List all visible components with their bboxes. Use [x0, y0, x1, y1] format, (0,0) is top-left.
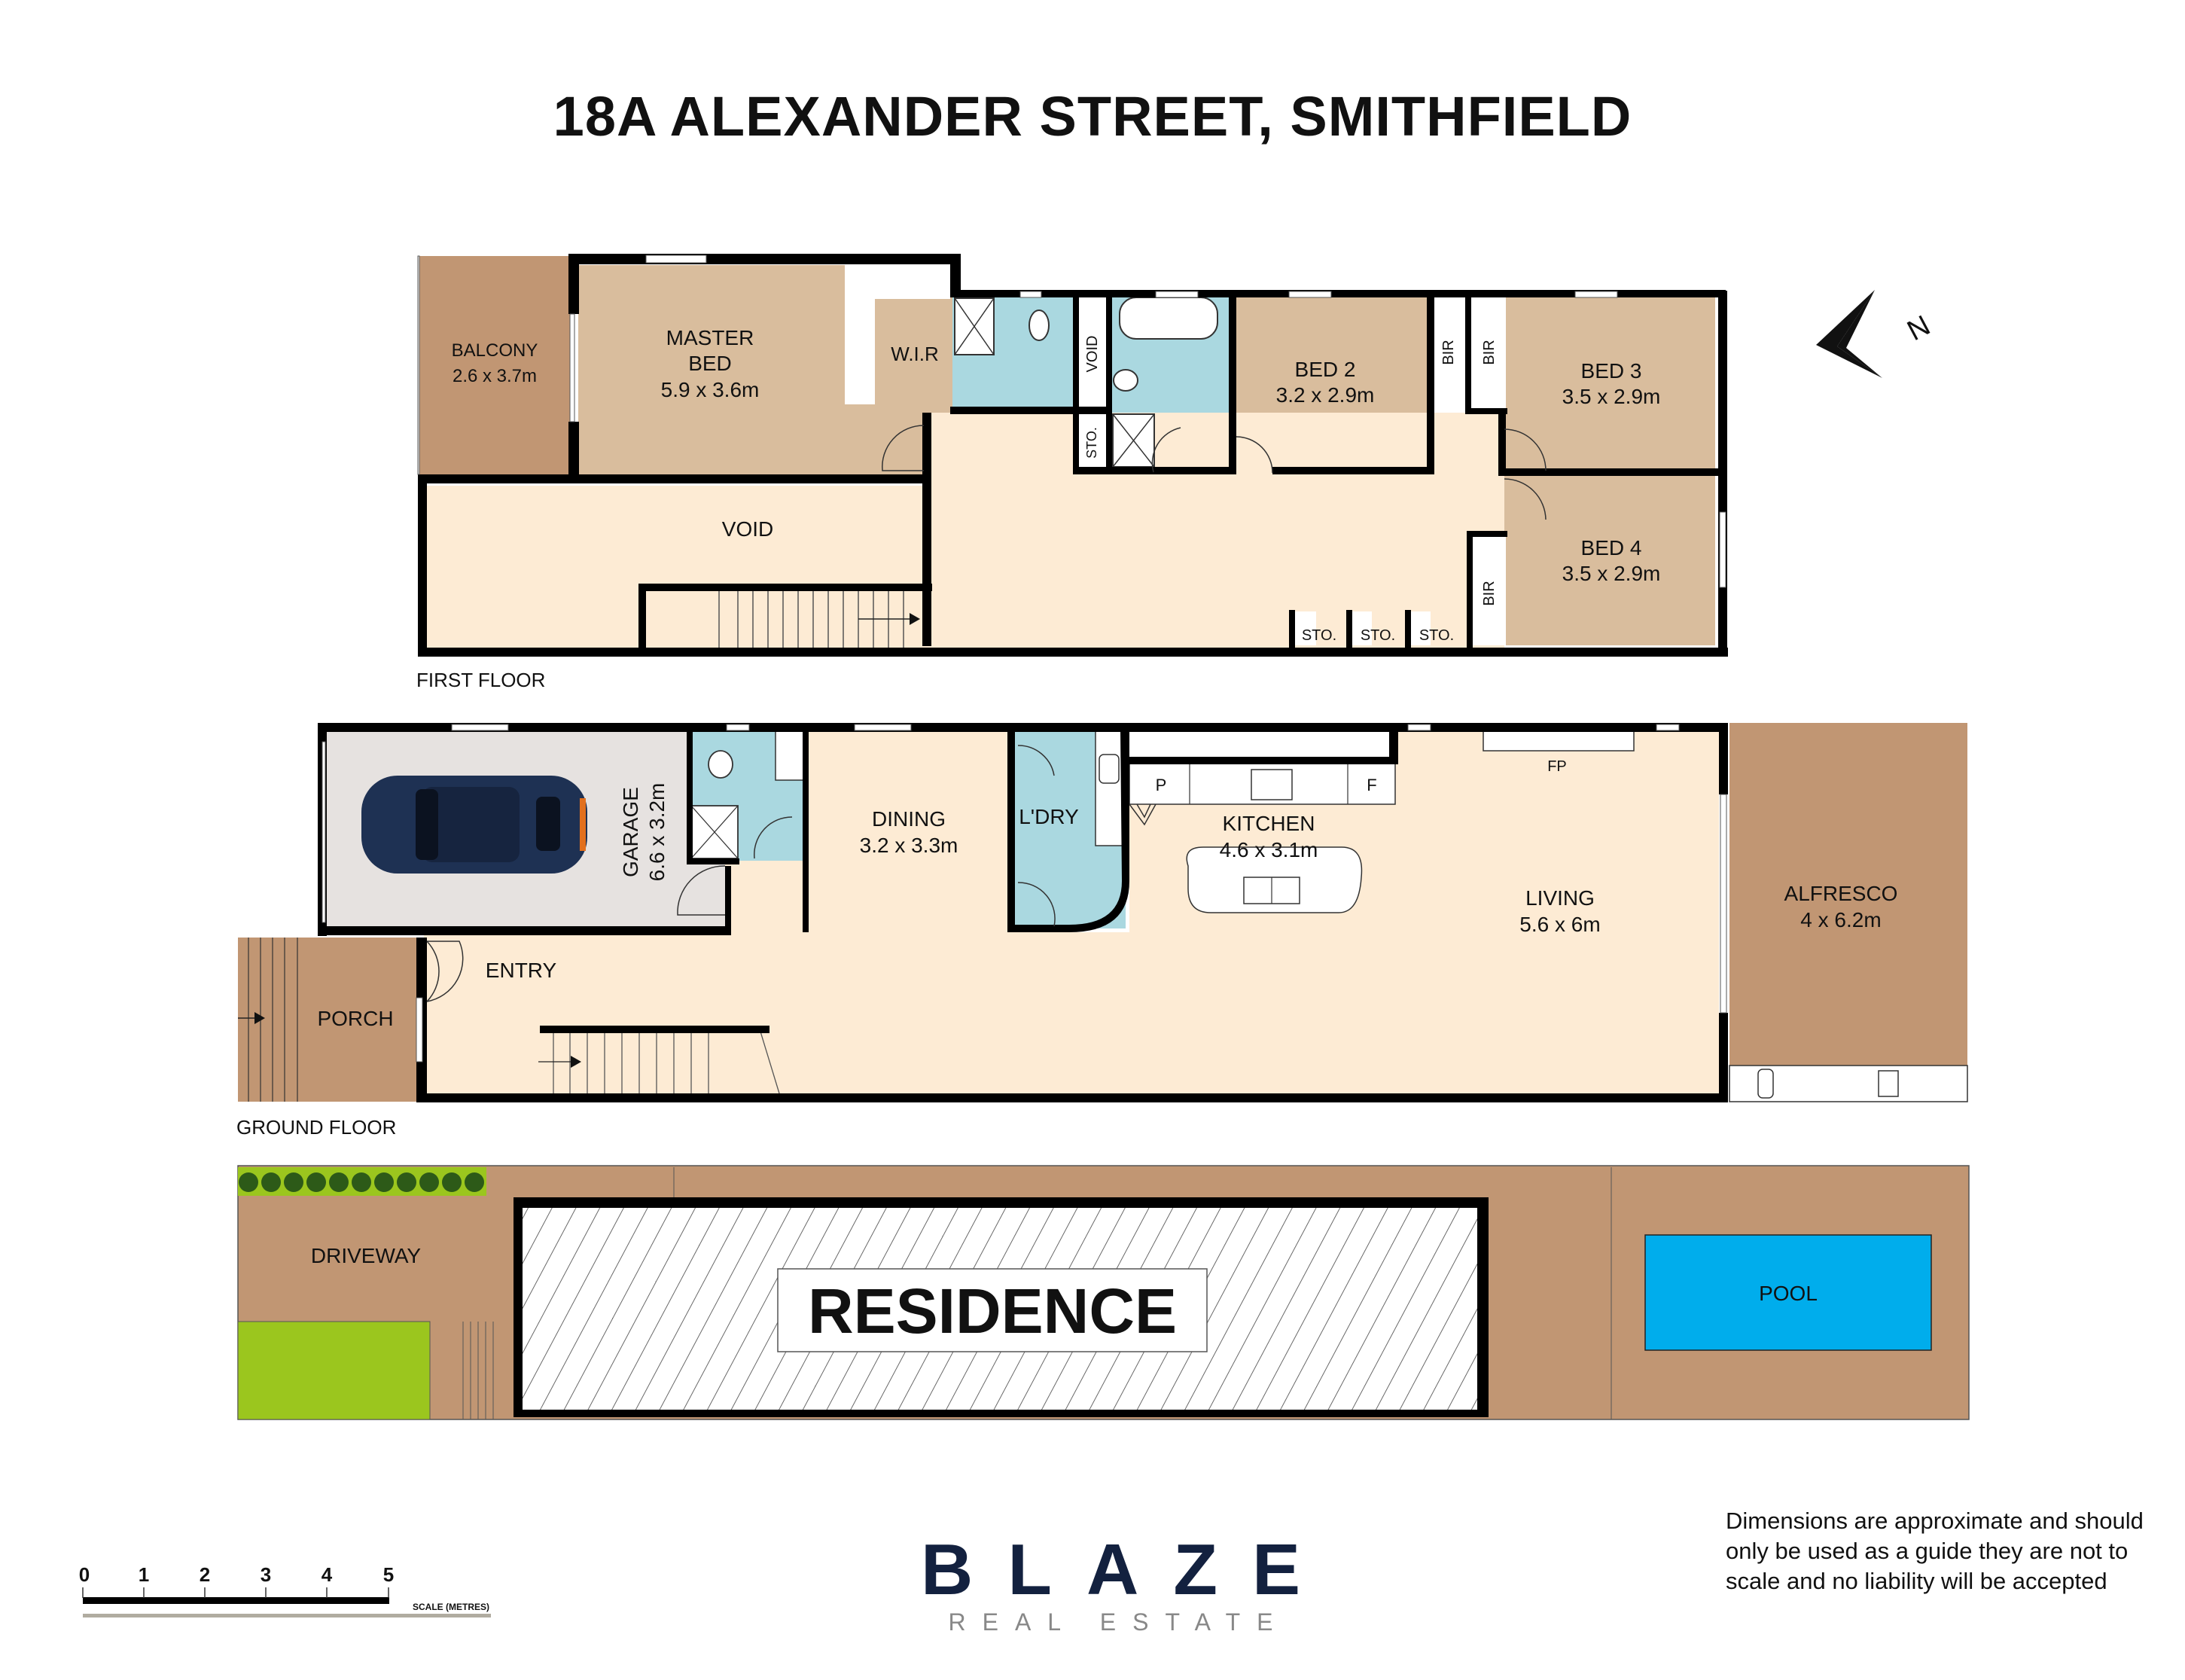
ground-floor-plan: GARAGE 6.6 x 3.2m DINING 3.2 x 3.3m L'DR… — [236, 723, 1968, 1139]
kitchen-label: KITCHEN — [1223, 812, 1315, 835]
bed3-area — [1504, 295, 1715, 468]
driveway-label: DRIVEWAY — [311, 1244, 422, 1267]
bed2-dims: 3.2 x 2.9m — [1276, 383, 1375, 407]
fridge-label: F — [1367, 776, 1376, 794]
north-label: N — [1903, 309, 1936, 347]
scale-tick-2: 2 — [200, 1563, 210, 1586]
living-label: LIVING — [1525, 886, 1595, 910]
entry-label: ENTRY — [486, 959, 557, 982]
ground-floor-label: GROUND FLOOR — [236, 1116, 396, 1139]
car-icon — [361, 776, 587, 874]
page-title: 18A ALEXANDER STREET, SMITHFIELD — [553, 85, 1632, 148]
hallway-area — [930, 413, 1504, 648]
void-label: VOID — [722, 517, 773, 541]
wir-label: W.I.R — [891, 343, 939, 365]
alfresco-area — [1729, 723, 1967, 1066]
bed4-label: BED 4 — [1581, 536, 1642, 559]
residence-label: RESIDENCE — [808, 1276, 1177, 1346]
sto-label: STO. — [1361, 627, 1395, 644]
first-floor-label: FIRST FLOOR — [416, 669, 545, 691]
dining-label: DINING — [872, 807, 946, 831]
pool-area — [1644, 1234, 1932, 1351]
master-bed-dims: 5.9 x 3.6m — [661, 378, 760, 401]
scale-label: SCALE (METRES) — [413, 1602, 489, 1612]
bed4-area — [1504, 476, 1715, 645]
brand-logo: BLAZE — [921, 1529, 1335, 1610]
scale-tick-4: 4 — [322, 1563, 333, 1586]
sto-label: STO. — [1419, 627, 1454, 644]
garage-label: GARAGE — [619, 787, 642, 877]
fireplace-label: FP — [1547, 758, 1567, 775]
laundry-label: L'DRY — [1019, 805, 1079, 828]
bir-label: BIR — [1481, 581, 1498, 605]
balcony-label: BALCONY — [452, 340, 538, 361]
bir-label: BIR — [1440, 340, 1457, 364]
sto-label: STO. — [1302, 627, 1336, 644]
porch-area — [238, 938, 416, 1102]
alfresco-label: ALFRESCO — [1784, 882, 1898, 905]
brand-tagline: REAL ESTATE — [948, 1608, 1290, 1636]
scale-tick-3: 3 — [261, 1563, 271, 1586]
sto-label: STO. — [1084, 427, 1099, 459]
lawn — [237, 1321, 431, 1420]
scale-tick-0: 0 — [79, 1563, 90, 1586]
scale-bar: 0 1 2 3 4 5 SCALE (METRES) — [79, 1563, 491, 1617]
first-floor-plan: BALCONY 2.6 x 3.7m MASTER BED 5.9 x 3.6m… — [416, 254, 1728, 691]
pantry-label: P — [1156, 776, 1167, 794]
dining-dims: 3.2 x 3.3m — [860, 834, 958, 857]
garage-dims: 6.6 x 3.2m — [645, 783, 669, 882]
scale-tick-5: 5 — [383, 1563, 394, 1586]
balcony-area — [419, 256, 570, 474]
balcony-dims: 2.6 x 3.7m — [453, 366, 537, 386]
pool-label: POOL — [1759, 1282, 1818, 1305]
site-plan: RESIDENCE DRIVEWAY POOL — [237, 1165, 1970, 1420]
porch-label: PORCH — [317, 1007, 393, 1030]
master-bed-label-2: BED — [688, 352, 732, 375]
bir-label: BIR — [1481, 340, 1498, 364]
kitchen-dims: 4.6 x 3.1m — [1220, 838, 1318, 861]
bed4-dims: 3.5 x 2.9m — [1562, 562, 1661, 585]
scale-tick-1: 1 — [139, 1563, 149, 1586]
living-dims: 5.6 x 6m — [1519, 913, 1600, 936]
bed2-label: BED 2 — [1295, 358, 1356, 381]
bed3-dims: 3.5 x 2.9m — [1562, 385, 1661, 408]
master-bed-label: MASTER — [666, 326, 754, 349]
bed3-label: BED 3 — [1581, 359, 1642, 383]
alfresco-dims: 4 x 6.2m — [1800, 908, 1881, 931]
north-arrow-icon: N — [1816, 290, 1936, 378]
void-area — [425, 486, 930, 648]
void-small-label: VOID — [1084, 336, 1101, 373]
disclaimer-text: Dimensions are approximate and should on… — [1726, 1508, 2144, 1594]
fireplace — [1483, 728, 1635, 752]
